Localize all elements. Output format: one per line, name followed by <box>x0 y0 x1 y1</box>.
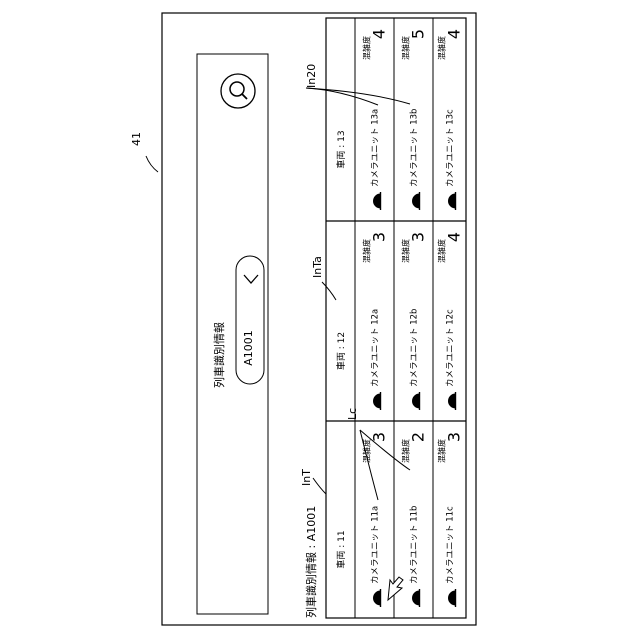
pointer-cursor-icon <box>388 577 403 600</box>
camera-icon <box>374 192 381 210</box>
congestion-level: 5 <box>409 29 428 39</box>
camera-dome <box>449 591 456 605</box>
reference-numeral: 41 <box>130 132 143 146</box>
train-id-panel-title: 列車識別情報 <box>212 322 226 388</box>
callout-in20-leader-a <box>306 88 378 105</box>
camera-name: カメラユニット 13b <box>410 109 420 187</box>
camera-dome <box>413 194 420 208</box>
callout-inta-leader <box>322 282 336 300</box>
camera-row[interactable]: カメラユニット 11b混雑度2 <box>401 432 428 607</box>
camera-row[interactable]: カメラユニット 13b混雑度5 <box>401 29 428 210</box>
camera-row[interactable]: カメラユニット 13a混雑度4 <box>362 29 389 210</box>
screen-frame <box>162 13 476 625</box>
camera-name: カメラユニット 11b <box>410 506 420 584</box>
congestion-level: 3 <box>370 232 389 242</box>
callout-in20: In20 <box>305 64 318 88</box>
camera-row[interactable]: カメラユニット 13c混雑度4 <box>437 29 464 210</box>
camera-row[interactable]: カメラユニット 12c混雑度4 <box>437 232 464 410</box>
congestion-level: 4 <box>445 29 464 39</box>
camera-dome <box>374 394 381 408</box>
camera-icon <box>449 589 456 607</box>
congestion-level: 3 <box>445 432 464 442</box>
camera-icon <box>449 192 456 210</box>
camera-dome <box>374 591 381 605</box>
camera-dome <box>374 194 381 208</box>
camera-name: カメラユニット 12c <box>446 309 456 387</box>
camera-row[interactable]: カメラユニット 11c混雑度3 <box>437 432 464 607</box>
callout-lc: Lc <box>346 408 359 420</box>
camera-name: カメラユニット 13a <box>371 109 381 187</box>
congestion-level: 4 <box>445 232 464 242</box>
car-label: 車両 : 11 <box>335 530 347 568</box>
reference-leader-line <box>146 156 158 172</box>
camera-name: カメラユニット 12b <box>410 309 420 387</box>
camera-dome <box>413 591 420 605</box>
camera-row[interactable]: カメラユニット 12b混雑度3 <box>401 232 428 410</box>
camera-icon <box>413 589 420 607</box>
train-id-selector-value: A1001 <box>242 330 255 366</box>
camera-icon <box>413 392 420 410</box>
camera-name: カメラユニット 12a <box>371 309 381 387</box>
congestion-level: 3 <box>409 232 428 242</box>
callout-inta: InTa <box>311 256 324 278</box>
camera-icon <box>374 392 381 410</box>
congestion-level: 4 <box>370 29 389 39</box>
congestion-level: 2 <box>409 432 428 442</box>
camera-dome <box>449 394 456 408</box>
car-table: 車両 : 11カメラユニット 11a混雑度3カメラユニット 11b混雑度2カメラ… <box>326 18 466 618</box>
car-label: 車両 : 13 <box>335 130 347 168</box>
callout-int-leader <box>313 478 326 494</box>
camera-dome <box>449 194 456 208</box>
car-label: 車両 : 12 <box>335 332 347 370</box>
camera-icon <box>374 589 381 607</box>
camera-name: カメラユニット 11c <box>446 506 456 584</box>
train-info-label: 列車識別情報 : A1001 <box>304 506 318 618</box>
search-button[interactable] <box>221 74 255 108</box>
camera-name: カメラユニット 13c <box>446 109 456 187</box>
camera-name: カメラユニット 11a <box>371 506 381 584</box>
camera-row[interactable]: カメラユニット 11a混雑度3 <box>362 432 389 607</box>
car-section: 車両 : 13カメラユニット 13a混雑度4カメラユニット 13b混雑度5カメラ… <box>326 18 466 221</box>
callout-int: InT <box>300 469 313 486</box>
train-id-selector[interactable]: A1001 <box>236 256 264 384</box>
camera-dome <box>413 394 420 408</box>
camera-icon <box>449 392 456 410</box>
car-section: 車両 : 12カメラユニット 12a混雑度3カメラユニット 12b混雑度3カメラ… <box>326 221 466 421</box>
camera-icon <box>413 192 420 210</box>
camera-row[interactable]: カメラユニット 12a混雑度3 <box>362 232 389 410</box>
